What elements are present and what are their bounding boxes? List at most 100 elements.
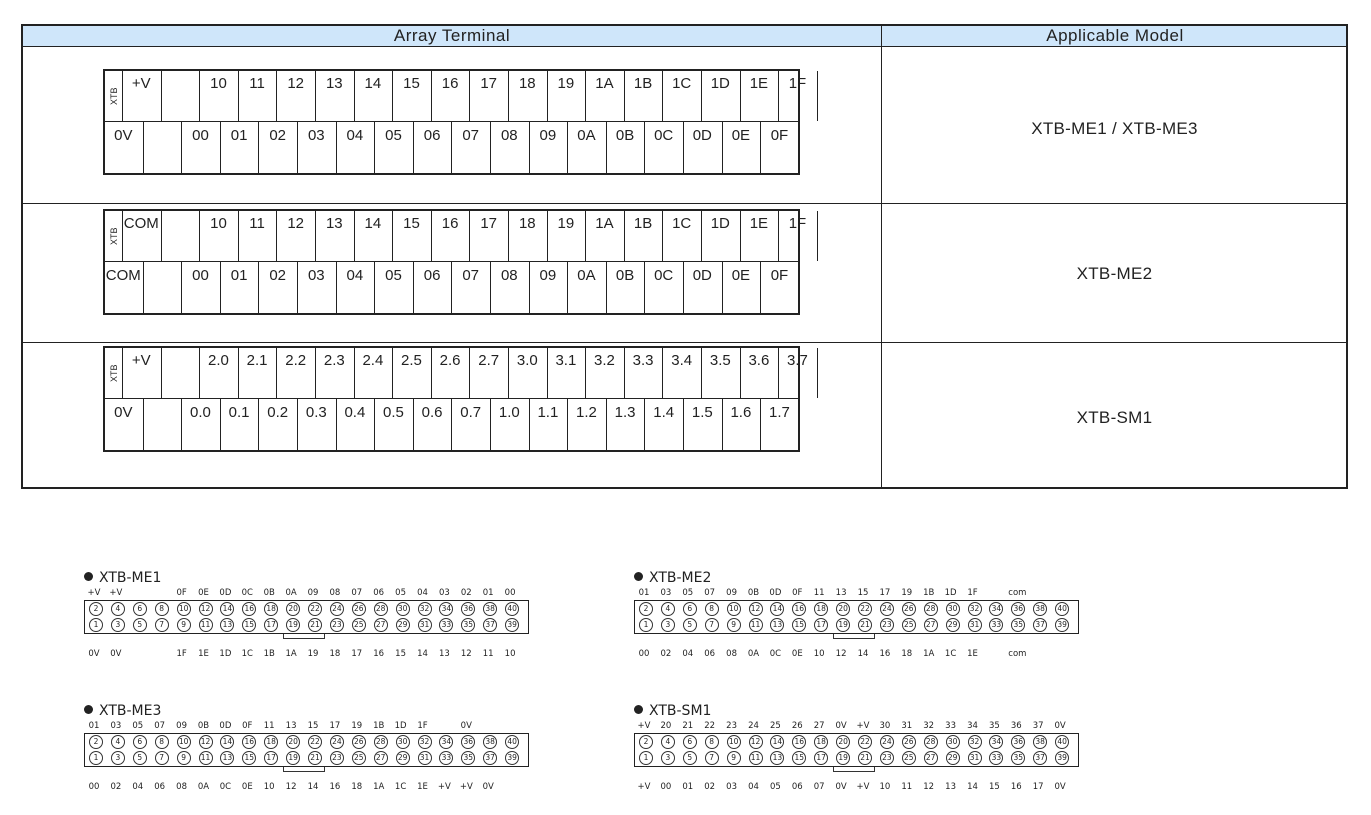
pin-number: 9 — [176, 751, 191, 765]
pin-number: 32 — [967, 602, 982, 616]
cell-divider — [430, 211, 432, 261]
pin-number: 13 — [770, 751, 785, 765]
cell-divider — [778, 71, 780, 121]
terminal-label: 3.2 — [594, 352, 615, 369]
pin-label: 13 — [835, 588, 847, 598]
cell-divider — [412, 398, 414, 452]
key-notch — [833, 634, 875, 639]
pin-number: 36 — [461, 602, 476, 616]
cell-divider — [315, 211, 316, 261]
pin-label: 08 — [329, 588, 341, 598]
pin-label: 17 — [351, 649, 363, 659]
pin-label: 0E — [241, 782, 253, 792]
cell-divider — [798, 261, 800, 315]
pin-number: 12 — [748, 735, 763, 749]
pin-number: 29 — [945, 618, 960, 632]
pin-number: 13 — [220, 618, 235, 632]
terminal-label: 1F — [788, 215, 807, 232]
cell-divider — [567, 261, 569, 315]
header-applicable-model: Applicable Model — [1046, 26, 1184, 45]
cell-divider — [508, 211, 509, 261]
cell-divider — [546, 71, 548, 121]
pin-number: 18 — [814, 735, 829, 749]
pin-label: 1C — [394, 782, 407, 792]
pin-number: 37 — [483, 751, 498, 765]
pin-label: 11 — [482, 649, 494, 659]
terminal-label: 0.7 — [460, 404, 482, 421]
terminal-label: 1E — [749, 215, 769, 232]
cell-divider — [199, 71, 201, 121]
pin-label: 1F — [176, 649, 187, 659]
pin-number: 4 — [660, 735, 675, 749]
pin-label: 0V — [835, 782, 847, 792]
pin-label: 1C — [241, 649, 253, 659]
pin-number: 26 — [901, 602, 916, 616]
cell-divider — [683, 398, 684, 452]
cell-divider — [374, 261, 376, 315]
pin-label: 1F — [417, 721, 428, 731]
pin-number: 29 — [395, 618, 410, 632]
terminal-label: 00 — [192, 267, 209, 284]
terminal-label: 17 — [480, 215, 498, 232]
pin-number: 13 — [770, 618, 785, 632]
pin-number: 37 — [1033, 618, 1048, 632]
terminal-label: 1B — [633, 215, 653, 232]
pin-label: 00 — [638, 649, 650, 659]
pin-label: 01 — [88, 721, 100, 731]
pin-label: 34 — [967, 721, 978, 731]
pin-number: 27 — [373, 618, 388, 632]
terminal-label: 06 — [423, 127, 441, 144]
pin-label: com — [1008, 649, 1027, 659]
terminal-label: 0E — [731, 127, 751, 144]
pin-number: 9 — [726, 751, 741, 765]
pin-number: 16 — [792, 735, 807, 749]
cell-divider — [816, 71, 818, 121]
pin-number: 32 — [417, 602, 432, 616]
cell-divider — [508, 71, 509, 121]
pin-number: 25 — [901, 751, 916, 765]
terminal-label: +V — [131, 75, 151, 92]
terminal-label: 09 — [539, 127, 557, 144]
pin-number: 1 — [89, 751, 103, 765]
pin-number: 23 — [879, 751, 894, 765]
cell-divider — [798, 121, 800, 175]
pin-number: 31 — [967, 751, 982, 765]
pin-number: 22 — [858, 602, 872, 616]
cell-divider — [258, 261, 260, 315]
cell-divider — [469, 211, 471, 261]
pin-label: 07 — [154, 721, 166, 731]
pin-number: 17 — [814, 751, 829, 765]
terminal-label: 3.6 — [748, 352, 770, 369]
connector-title-text: XTB-ME3 — [99, 703, 162, 719]
cell-divider — [122, 211, 123, 261]
cell-divider — [490, 121, 491, 175]
terminal-label: 0C — [654, 127, 674, 144]
pin-number: 25 — [351, 618, 366, 632]
terminal-label: 0E — [731, 267, 751, 284]
pin-label: 15 — [857, 588, 869, 598]
cell-divider — [469, 71, 471, 121]
pin-label: 0B — [747, 588, 760, 598]
cell-divider — [662, 348, 664, 398]
pin-label: 22 — [704, 721, 716, 731]
terminal-label: 15 — [403, 215, 420, 232]
pin-number: 11 — [198, 618, 213, 632]
pin-number: 7 — [154, 751, 169, 765]
pin-number: 33 — [989, 751, 1004, 765]
pin-number: 5 — [132, 751, 147, 765]
pin-label: 02 — [110, 782, 122, 792]
cell-divider — [528, 261, 530, 315]
pin-label: 33 — [945, 721, 956, 731]
terminal-label: 0.0 — [190, 404, 211, 421]
pin-label: 18 — [351, 782, 363, 792]
pin-number: 40 — [1055, 735, 1070, 749]
pin-number: 21 — [308, 751, 322, 765]
pin-label: 19 — [351, 721, 363, 731]
terminal-label: 04 — [346, 127, 364, 144]
pin-label: 04 — [132, 782, 144, 792]
cell-divider — [142, 398, 144, 452]
pin-label: 0B — [197, 721, 210, 731]
pin-label: 24 — [748, 721, 759, 731]
